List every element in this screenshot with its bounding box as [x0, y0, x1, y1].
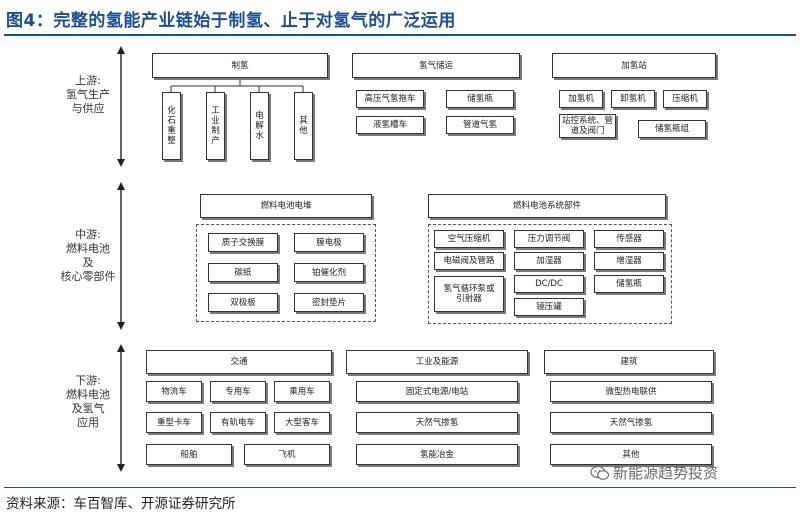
midstream-label: 中游: 燃料电池 及 核心零部件: [60, 228, 116, 283]
downstream-label: 下游: 燃料电池 及氢气 应用: [66, 374, 110, 429]
stack-component: 密封垫片: [294, 293, 364, 312]
system-component: 电磁阀及管路: [434, 252, 504, 270]
station-item: 储氢瓶组: [638, 120, 706, 138]
stack-components-group: [196, 224, 376, 322]
transport-item: 重型卡车: [146, 412, 202, 433]
system-component: 空气压缩机: [434, 230, 504, 248]
system-component: DC/DC: [514, 275, 584, 293]
storage-item: 管道气氢: [446, 116, 514, 134]
system-component: 氢气循环泵或引射器: [434, 276, 504, 312]
industry-item: 氢能冶金: [356, 444, 518, 465]
transport-item: 船舶: [146, 444, 232, 465]
building-item: 其他: [550, 444, 712, 465]
station-item: 压缩机: [663, 90, 707, 108]
transport-item: 专用车: [210, 381, 266, 402]
building-item: 微型热电联供: [550, 381, 712, 402]
figure-title: 图4：完整的氢能产业链始于制氢、止于对氢气的广泛运用: [6, 11, 456, 31]
storage-item: 液氢槽车: [356, 116, 424, 134]
stack-component: 双极板: [208, 293, 278, 312]
fuel-cell-stack-box: 燃料电池电堆: [200, 194, 372, 218]
industry-item: 天然气掺氢: [356, 412, 518, 433]
title-divider: [4, 34, 796, 36]
system-component: 增湿器: [594, 252, 664, 270]
stack-component: 碳纸: [208, 263, 278, 282]
industry-item: 固定式电源/电站: [356, 381, 518, 402]
building-item: 天然气掺氢: [550, 412, 712, 433]
hydrogen-station-box: 加氢站: [552, 53, 716, 78]
building-box: 建筑: [544, 350, 714, 374]
transport-item: 物流车: [146, 381, 202, 402]
storage-item: 储氢瓶: [446, 90, 514, 108]
transport-item: 飞机: [244, 444, 330, 465]
transport-item: 大型客车: [274, 412, 330, 433]
stack-component: 铂催化剂: [294, 263, 364, 282]
production-method-other: 其 他: [294, 92, 313, 160]
station-item: 卸氢机: [611, 90, 655, 108]
station-item: 站控系统、管道及阀门: [559, 114, 616, 138]
industry-energy-box: 工业及能源: [346, 350, 528, 374]
source-divider: [4, 487, 796, 488]
watermark: 新能源趋势投资: [590, 462, 718, 483]
production-tree: [170, 78, 304, 92]
source-note: 资料来源：车百智库、开源证券研究所: [6, 496, 236, 512]
production-method-industrial: 工 业 制 产: [206, 92, 225, 160]
production-method-electrolysis: 电 解 水: [250, 92, 269, 160]
production-method-fossil-reforming: 化 石 重 整: [162, 92, 181, 160]
system-component: 储氢瓶: [594, 275, 664, 293]
transport-item: 乘用车: [274, 381, 330, 402]
system-components-group: [428, 224, 672, 324]
hydrogen-storage-box: 氢气储运: [352, 53, 520, 78]
system-component: 加湿器: [514, 252, 584, 270]
watermark-text: 新能源趋势投资: [613, 464, 719, 482]
system-component: 镜压罐: [514, 298, 584, 316]
system-component: 压力调节阀: [514, 230, 584, 248]
transport-item: 有轨电车: [210, 412, 266, 433]
station-item: 加氢机: [559, 90, 603, 108]
stack-component: 膜电极: [294, 233, 364, 252]
upstream-label: 上游: 氢气生产 与供应: [66, 74, 110, 115]
stack-component: 质子交换膜: [208, 233, 278, 252]
hydrogen-production-box: 制氢: [152, 53, 328, 78]
fuel-cell-system-box: 燃料电池系统部件: [428, 194, 666, 218]
wechat-icon: [590, 465, 610, 480]
system-component: 传感器: [594, 230, 664, 248]
storage-item: 高压气氢拖车: [356, 90, 424, 108]
transport-box: 交通: [146, 350, 332, 374]
